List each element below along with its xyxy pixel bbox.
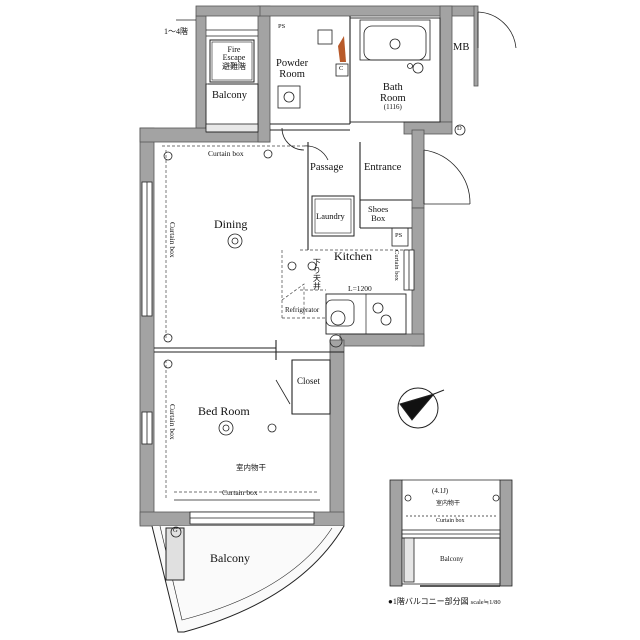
laundry-label: Laundry [316,211,345,221]
shoes-box-line2: Box [371,212,386,223]
indoor-drying-label: 室内物干 [236,463,266,472]
d-mark: D [457,125,462,132]
entrance-label: Entrance [364,162,402,173]
bath-room-line1: Bath [382,82,403,93]
dining-label: Dining [214,217,248,231]
upper-balcony [205,83,259,133]
kitchen-length-label: L=1200 [348,284,372,293]
c-mark: C [339,65,344,72]
fire-escape-jp: 避難階 [222,61,246,71]
curtain-box-top: Curtain box [208,149,244,158]
ceiling-drop-label: 下り天井 [312,258,322,290]
fire-escape-label: Fire Escape 避難階 [212,45,256,71]
powder-room-line1: Powder [276,58,309,69]
bath-door-accent [338,36,346,62]
inset-size: (4.1J) [432,487,449,495]
kitchen-label: Kitchen [334,249,372,263]
inset-indoor-drying: 室内物干 [436,501,461,507]
refrigerator-label: Refrigerator [285,306,320,314]
bed-room-label: Bed Room [198,404,250,418]
curtain-box-dining: Curtain box [167,222,177,258]
ps-kitchen-label: PS [395,232,403,239]
g-mark: G [173,527,178,534]
inset-scale: scale≒1/80 [470,599,501,606]
bath-size: (1116) [383,103,402,112]
passage-label: Passage [310,162,344,173]
shoes-box-line1: Shoes [368,204,389,214]
doors [275,11,517,405]
stair-marks [176,19,258,37]
curtain-box-kitchen: Curtain box [392,250,400,281]
inset-caption: ●1階バルコニー部分図 scale≒1/80 [388,597,501,607]
bottom-balcony [151,525,345,633]
inset-curtain-box: Curtain box [436,518,465,524]
closet-label: Closet [297,376,321,386]
floor-indicator: 1～4階 [164,27,188,36]
fire-escape-en: Fire [227,45,241,54]
north-arrow [397,387,445,429]
mb-label: MB [453,42,470,53]
balcony-top-label: Balcony [212,90,247,101]
powder-room-line2: Room [279,69,305,81]
curtain-box-bed: Curtain box [167,404,177,440]
curtain-box-bottom: Curtain box [222,488,258,497]
fixtures [218,25,427,436]
powder-room-label: Powder Room [276,58,308,80]
balcony-bottom-label: Balcony [210,551,250,565]
fire-escape-en2: Escape [222,53,246,63]
inset-caption-text: ●1階バルコニー部分図 [388,597,469,606]
bath-room-line2: Room [380,93,406,105]
dashed-lines [162,145,412,500]
bath-room-label: Bath Room (1116) [380,82,406,111]
exterior-walls [139,5,479,527]
inset-plan [389,479,513,587]
windows [141,19,431,525]
markers [163,63,466,538]
ps-top-label: PS [278,23,286,30]
shoes-box-label: Shoes Box [368,205,388,223]
inset-balcony: Balcony [440,555,464,563]
